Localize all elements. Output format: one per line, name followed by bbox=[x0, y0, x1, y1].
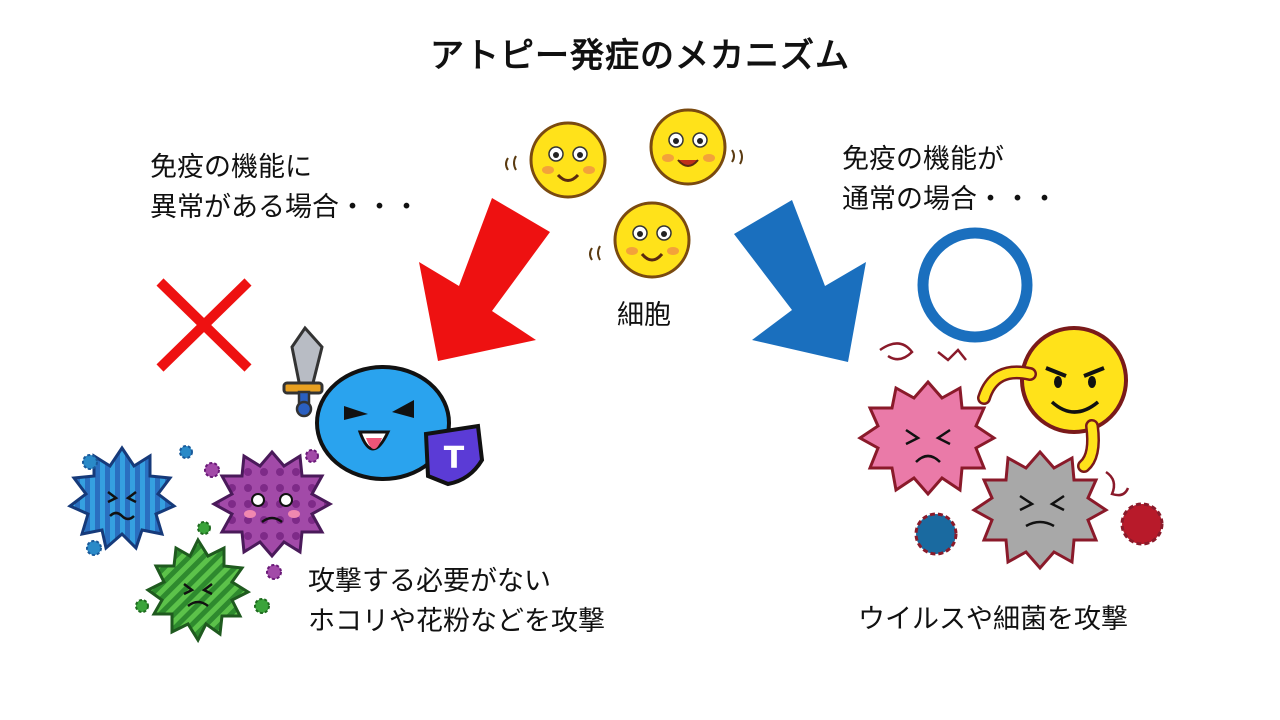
attacking-cell-character bbox=[977, 326, 1128, 473]
left-condition-text: 免疫の機能に 異常がある場合・・・ bbox=[150, 148, 420, 228]
shield-icon: T bbox=[423, 423, 485, 487]
sword-icon bbox=[282, 325, 324, 418]
dust-particle-blue bbox=[67, 445, 177, 551]
circle-mark-icon bbox=[917, 227, 1033, 343]
left-condition-line-1: 免疫の機能に bbox=[150, 152, 312, 183]
virus-gray bbox=[971, 449, 1109, 571]
cell-face-1 bbox=[505, 121, 607, 199]
x-mark-icon bbox=[156, 278, 252, 372]
right-result-text: ウイルスや細菌を攻撃 bbox=[858, 604, 1128, 635]
left-result-line-1: 攻撃する必要がない bbox=[308, 566, 551, 597]
pollen-particle-green bbox=[145, 536, 252, 644]
right-condition-line-2: 通常の場合・・・ bbox=[842, 184, 1058, 215]
left-condition-line-2: 異常がある場合・・・ bbox=[150, 192, 420, 223]
page-title: アトピー発症のメカニズム bbox=[430, 36, 850, 76]
right-arrow bbox=[734, 200, 866, 362]
left-result-text: 攻撃する必要がない ホコリや花粉などを攻撃 bbox=[308, 562, 605, 642]
t-cell-character bbox=[315, 365, 451, 481]
cell-face-2 bbox=[649, 108, 743, 186]
virus-pink bbox=[857, 379, 997, 497]
motion-lines bbox=[879, 342, 1130, 497]
small-spores bbox=[82, 445, 319, 614]
pollen-particle-purple bbox=[210, 449, 334, 559]
small-germs-right bbox=[914, 502, 1164, 556]
right-condition-line-1: 免疫の機能が bbox=[842, 144, 1004, 175]
right-condition-text: 免疫の機能が 通常の場合・・・ bbox=[842, 140, 1058, 220]
left-result-line-2: ホコリや花粉などを攻撃 bbox=[308, 606, 605, 637]
left-arrow bbox=[419, 198, 550, 361]
cell-label: 細胞 bbox=[617, 300, 671, 331]
shield-letter: T bbox=[444, 441, 465, 476]
cell-face-3 bbox=[589, 201, 691, 279]
